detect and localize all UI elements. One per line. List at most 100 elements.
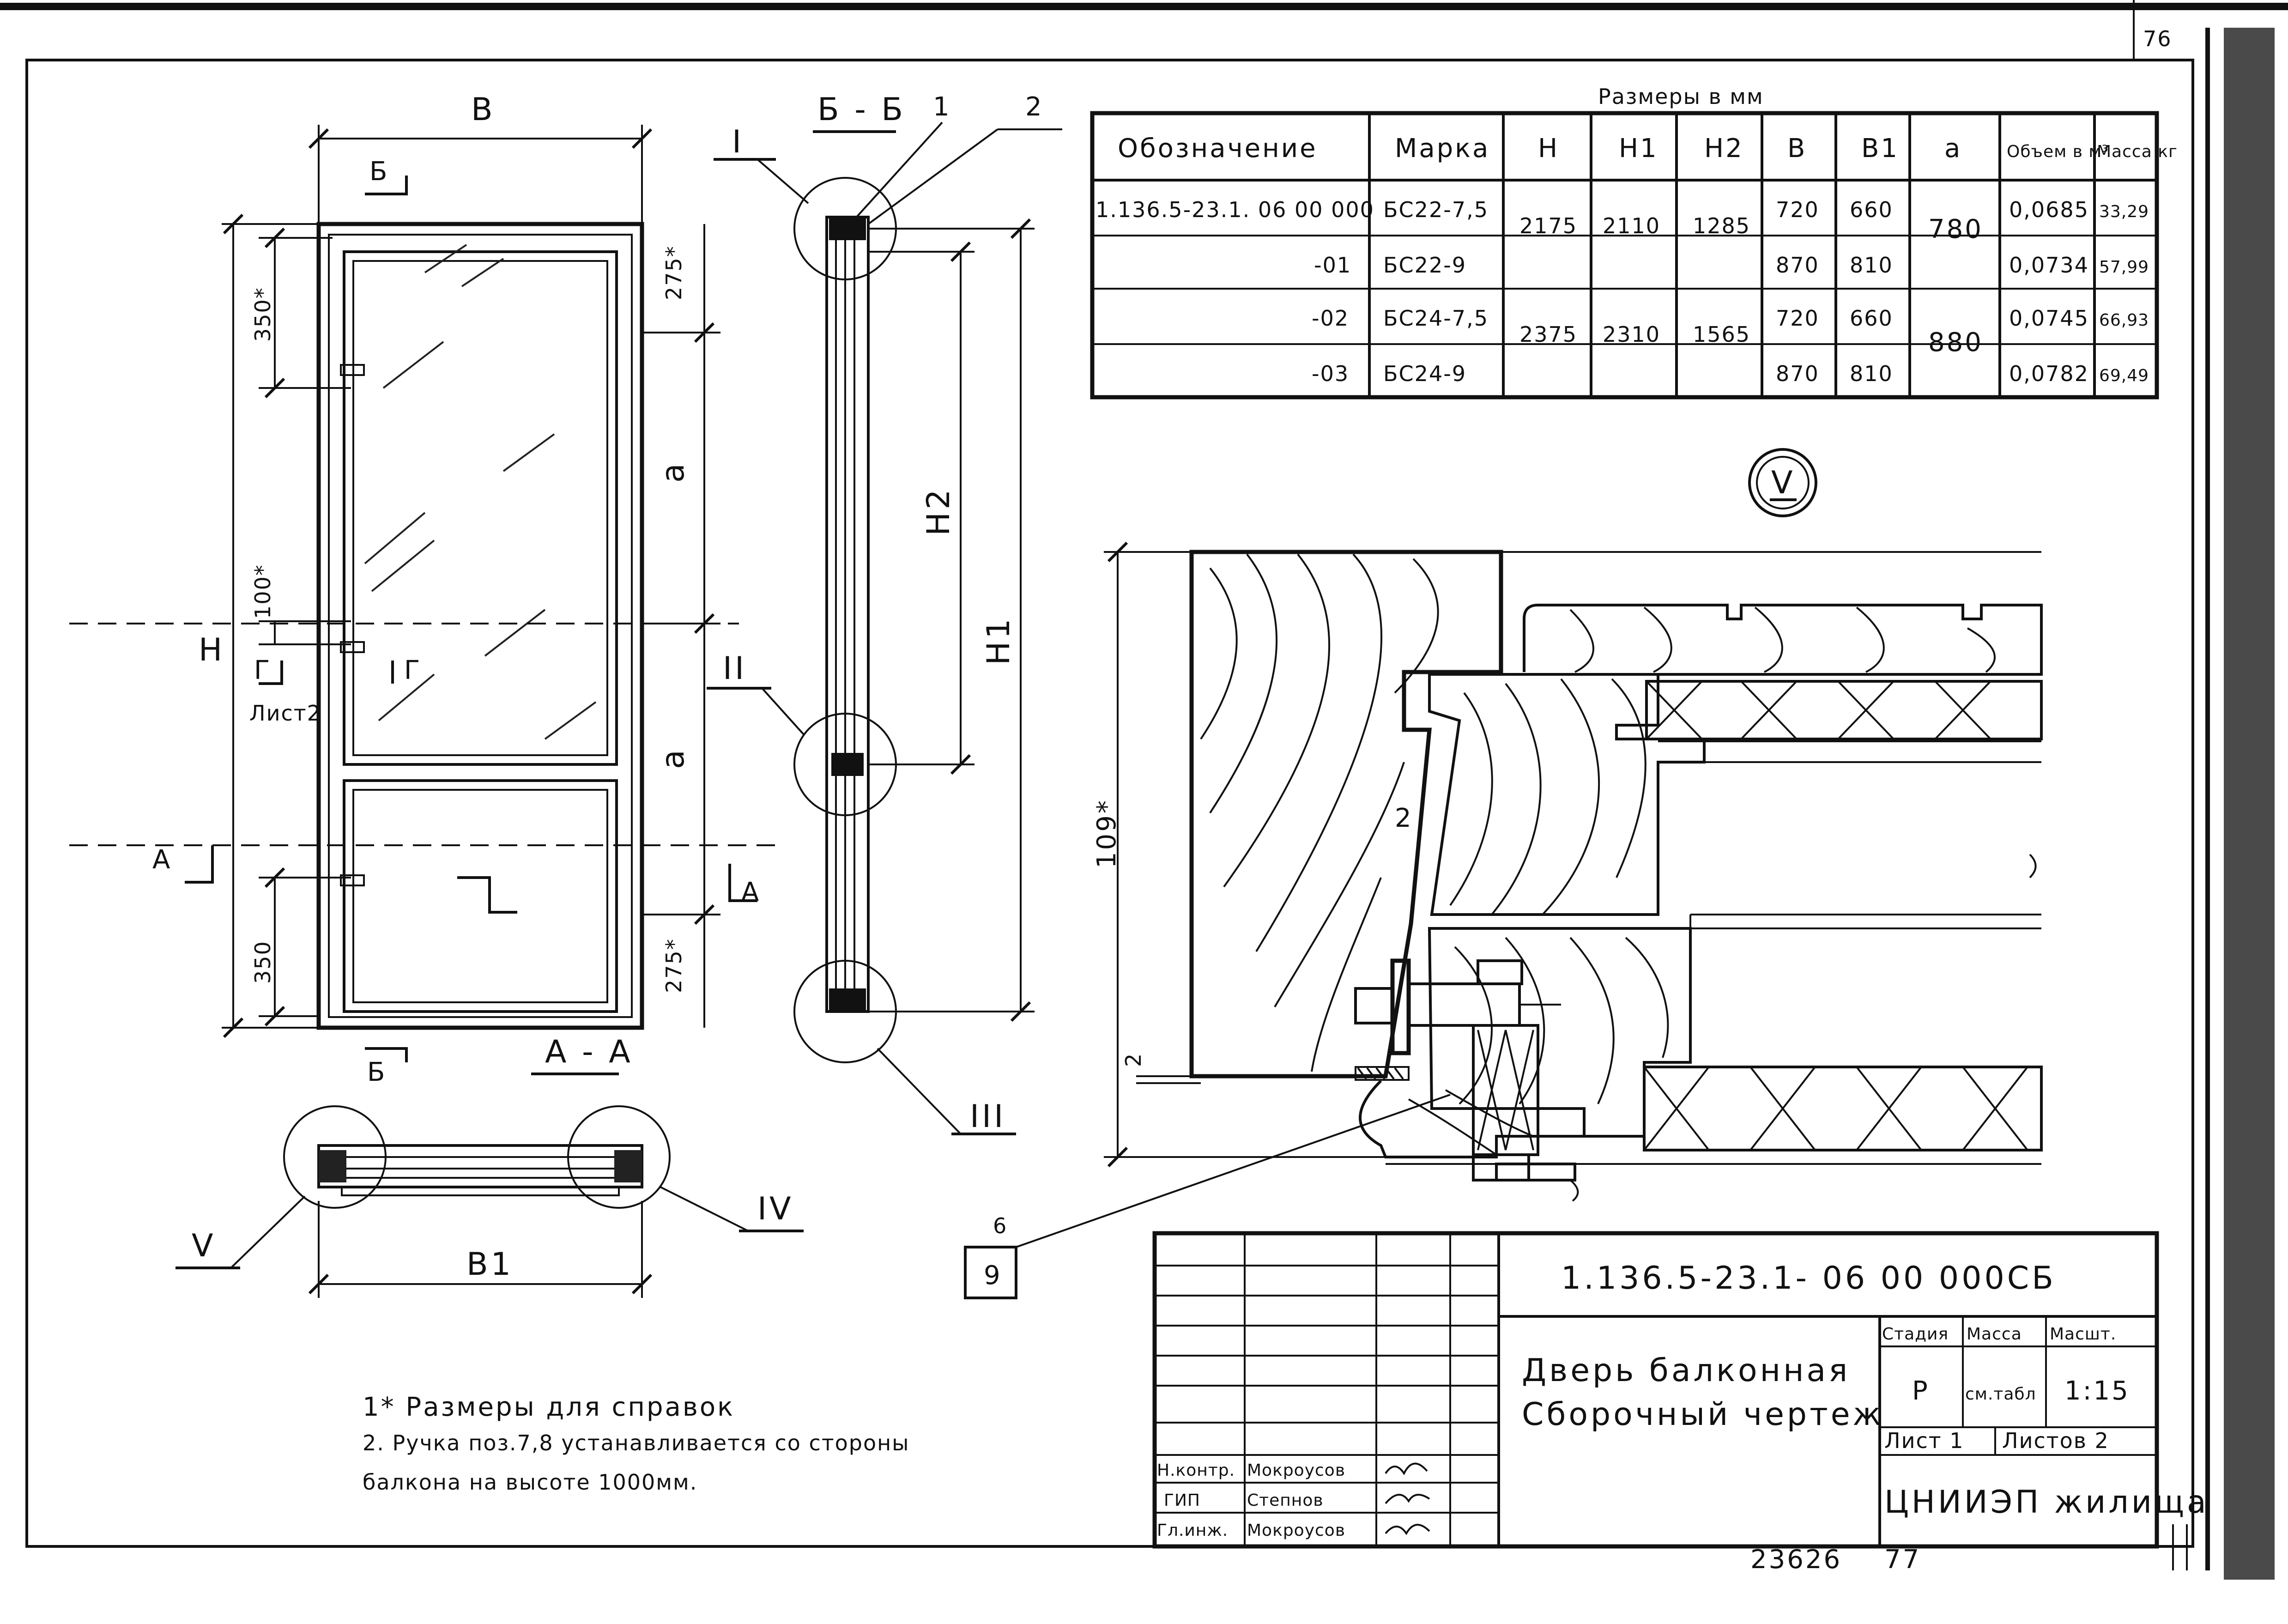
signature-1 <box>1385 1462 1428 1475</box>
row1-designation: 1.136.5-23.1. 06 00 000 <box>1096 197 1374 222</box>
header-h2: H2 <box>1704 133 1744 164</box>
signature-2 <box>1385 1494 1430 1504</box>
scale-value: 1:15 <box>2064 1376 2130 1406</box>
row34-a: 880 <box>1928 327 1983 358</box>
note-1: 1* Размеры для справок <box>363 1392 735 1422</box>
organization: ЦНИИЭП жилища <box>1884 1484 2209 1521</box>
title-block: 1.136.5-23.1- 06 00 000СБ Дверь балконна… <box>1152 1231 2209 1549</box>
row3-mass: 66,93 <box>2099 311 2149 330</box>
row12-h1: 2110 <box>1603 213 1660 238</box>
detail-v: V 109* 2 2 <box>964 448 2043 1299</box>
leader-9: 9 <box>984 1260 1002 1291</box>
mass-value: см.табл <box>1965 1385 2036 1404</box>
dim-height-label: H <box>199 632 225 668</box>
scale-header: Масшт. <box>2050 1325 2116 1344</box>
section-mark-b-bottom: Б <box>367 1057 387 1087</box>
detail-v-title: V <box>1771 465 1796 501</box>
section-bb-title: Б - Б <box>817 91 906 128</box>
sheets-value: Листов 2 <box>2002 1428 2109 1453</box>
section-mark-a-right: A <box>741 877 761 907</box>
dim-a-upper: a <box>655 461 691 483</box>
row12-h2: 1285 <box>1693 213 1750 238</box>
row4-designation: -03 <box>1312 361 1349 386</box>
node-V: V <box>192 1228 216 1264</box>
mass-header: Масса <box>1967 1325 2022 1344</box>
signature-3 <box>1385 1524 1430 1535</box>
dim-h2: H2 <box>920 487 957 536</box>
stage-value: Р <box>1912 1376 1930 1406</box>
header-mass: Масса кг <box>2097 142 2178 161</box>
scan-edge-strip <box>2224 28 2275 1580</box>
note-3: балкона на высоте 1000мм. <box>363 1470 697 1495</box>
header-volume: Объем в м³ <box>2007 142 2109 161</box>
role-1: Н.контр. <box>1157 1461 1235 1480</box>
node-I: I <box>732 124 744 160</box>
row3-mark: БС24-7,5 <box>1383 306 1489 331</box>
signer-3: Мокроусов <box>1247 1521 1345 1540</box>
notes: 1* Размеры для справок 2. Ручка поз.7,8 … <box>363 1392 910 1495</box>
view-title-aa: A - A <box>545 1034 633 1070</box>
row4-b1: 810 <box>1850 361 1893 386</box>
dim-100: 100* <box>250 564 275 619</box>
row1-mark: БС22-7,5 <box>1383 197 1489 222</box>
callout-1: 1 <box>933 92 951 122</box>
row2-mark: БС22-9 <box>1383 253 1466 278</box>
archive-number: 23626 <box>1750 1545 1842 1575</box>
row1-volume: 0,0685 <box>2009 197 2089 222</box>
signer-2: Степнов <box>1247 1491 1324 1510</box>
row2-designation: -01 <box>1314 253 1351 278</box>
node-IV: IV <box>757 1191 794 1227</box>
dim-350-bottom: 350 <box>250 940 275 984</box>
note-2: 2. Ручка поз.7,8 устанавливается со стор… <box>363 1430 910 1455</box>
node-III: III <box>970 1098 1006 1135</box>
drawing-name-2: Сборочный чертеж <box>1522 1396 1884 1433</box>
row12-a: 780 <box>1928 214 1983 244</box>
row4-mark: БС24-9 <box>1383 361 1466 386</box>
header-h1: H1 <box>1619 133 1658 164</box>
row2-volume: 0,0734 <box>2009 253 2089 278</box>
spec-table: Размеры в мм Обозначение Марка H H1 H2 B… <box>1090 84 2178 400</box>
row3-b1: 660 <box>1850 306 1893 331</box>
door-front-view <box>69 222 785 1030</box>
row4-mass: 69,49 <box>2099 366 2149 385</box>
sheet-frame: 76 <box>0 0 2288 1580</box>
callout-2: 2 <box>1025 92 1044 122</box>
sheet-reference: Лист2 <box>249 701 321 726</box>
drawing-name-1: Дверь балконная <box>1522 1352 1850 1389</box>
dim-275-top: 275* <box>661 245 686 300</box>
row3-b: 720 <box>1776 306 1819 331</box>
row1-b1: 660 <box>1850 197 1893 222</box>
row3-designation: -02 <box>1312 306 1349 331</box>
page-number: 77 <box>1884 1545 1921 1575</box>
dim-width-label: B <box>471 91 496 128</box>
signer-1: Мокроусов <box>1247 1461 1345 1480</box>
header-b1: B1 <box>1861 133 1899 164</box>
row2-b: 870 <box>1776 253 1819 278</box>
section-bb: Б - Б 1 2 I II III H2 <box>707 91 1062 1135</box>
header-h: H <box>1538 133 1559 164</box>
row1-b: 720 <box>1776 197 1819 222</box>
sheet-value: Лист 1 <box>1884 1428 1964 1453</box>
sheet-number: 76 <box>2143 26 2172 51</box>
row4-b: 870 <box>1776 361 1819 386</box>
row12-h: 2175 <box>1519 213 1577 238</box>
dim-h1: H1 <box>981 616 1017 665</box>
header-mark: Марка <box>1395 133 1490 164</box>
section-mark-g-left: Г <box>254 655 272 685</box>
dim-275-bottom: 275* <box>661 938 686 993</box>
stage-header: Стадия <box>1882 1325 1949 1344</box>
row4-volume: 0,0782 <box>2009 361 2089 386</box>
role-2: ГИП <box>1164 1491 1200 1510</box>
row2-b1: 810 <box>1850 253 1893 278</box>
dim-109: 109* <box>1092 799 1122 868</box>
role-3: Гл.инж. <box>1157 1521 1228 1540</box>
header-b: B <box>1787 133 1807 164</box>
header-a: a <box>1944 133 1962 164</box>
section-mark-a-left: A <box>152 845 172 875</box>
node-II: II <box>723 650 747 687</box>
dim-b1: B1 <box>466 1246 514 1283</box>
section-mark-b-top: Б <box>369 157 389 187</box>
dim-a-lower: a <box>655 747 691 769</box>
